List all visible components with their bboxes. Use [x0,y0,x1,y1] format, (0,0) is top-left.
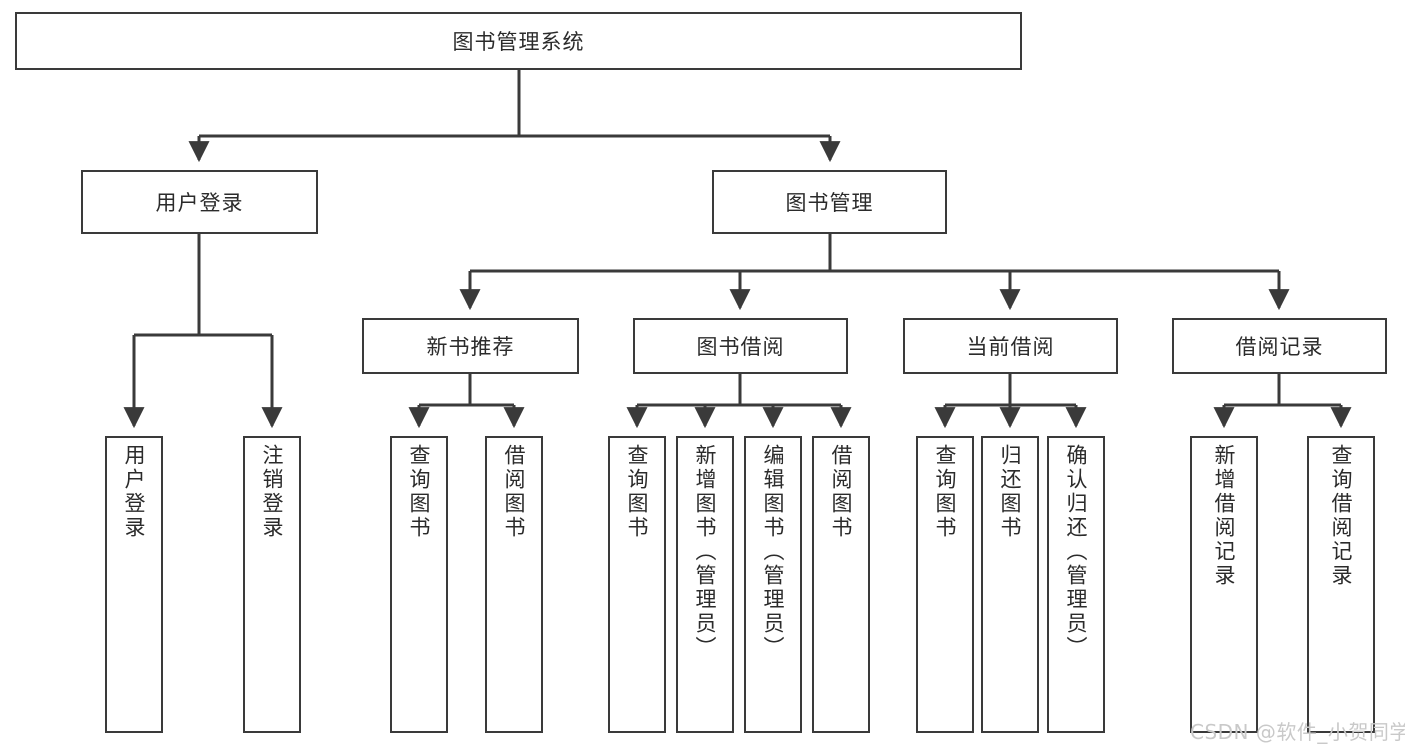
node-leaf-13-label: 查询借阅记录 [1329,444,1354,588]
node-leaf-12-label: 新增借阅记录 [1212,444,1237,588]
node-leaf-9-label: 查询图书 [933,444,958,540]
node-leaf-12[interactable]: 新增借阅记录 [1190,436,1258,733]
node-level1-2[interactable]: 图书管理 [712,170,947,234]
node-leaf-9[interactable]: 查询图书 [916,436,974,733]
node-leaf-8[interactable]: 借阅图书 [812,436,870,733]
node-leaf-6-label: 新增图书（管理员） [693,444,718,660]
node-leaf-4-label: 借阅图书 [502,444,527,540]
node-leaf-1[interactable]: 用户登录 [105,436,163,733]
node-level2-3-label: 当前借阅 [966,335,1055,359]
node-leaf-3[interactable]: 查询图书 [390,436,448,733]
node-level2-4-label: 借阅记录 [1235,335,1324,359]
node-leaf-5[interactable]: 查询图书 [608,436,666,733]
node-leaf-7-label: 编辑图书（管理员） [761,444,786,660]
node-level1-1[interactable]: 用户登录 [81,170,318,234]
node-level2-2-label: 图书借阅 [696,335,785,359]
node-level1-2-label: 图书管理 [785,191,874,215]
node-leaf-10-label: 归还图书 [998,444,1023,540]
node-level2-4[interactable]: 借阅记录 [1172,318,1387,374]
node-level2-2[interactable]: 图书借阅 [633,318,848,374]
node-root-label: 图书管理系统 [452,30,585,54]
node-leaf-6[interactable]: 新增图书（管理员） [676,436,734,733]
watermark: CSDN @软件_小贺同学 [1190,720,1405,744]
node-leaf-2[interactable]: 注销登录 [243,436,301,733]
node-leaf-5-label: 查询图书 [625,444,650,540]
node-root[interactable]: 图书管理系统 [15,12,1022,70]
node-level2-3[interactable]: 当前借阅 [903,318,1118,374]
node-leaf-11[interactable]: 确认归还（管理员） [1047,436,1105,733]
node-level2-1[interactable]: 新书推荐 [362,318,579,374]
node-leaf-2-label: 注销登录 [260,444,285,540]
node-leaf-1-label: 用户登录 [122,444,147,540]
node-leaf-3-label: 查询图书 [407,444,432,540]
node-level1-1-label: 用户登录 [155,191,244,215]
node-leaf-11-label: 确认归还（管理员） [1064,444,1089,660]
node-level2-1-label: 新书推荐 [426,335,515,359]
node-leaf-10[interactable]: 归还图书 [981,436,1039,733]
node-leaf-13[interactable]: 查询借阅记录 [1307,436,1375,733]
node-leaf-8-label: 借阅图书 [829,444,854,540]
node-leaf-4[interactable]: 借阅图书 [485,436,543,733]
node-leaf-7[interactable]: 编辑图书（管理员） [744,436,802,733]
